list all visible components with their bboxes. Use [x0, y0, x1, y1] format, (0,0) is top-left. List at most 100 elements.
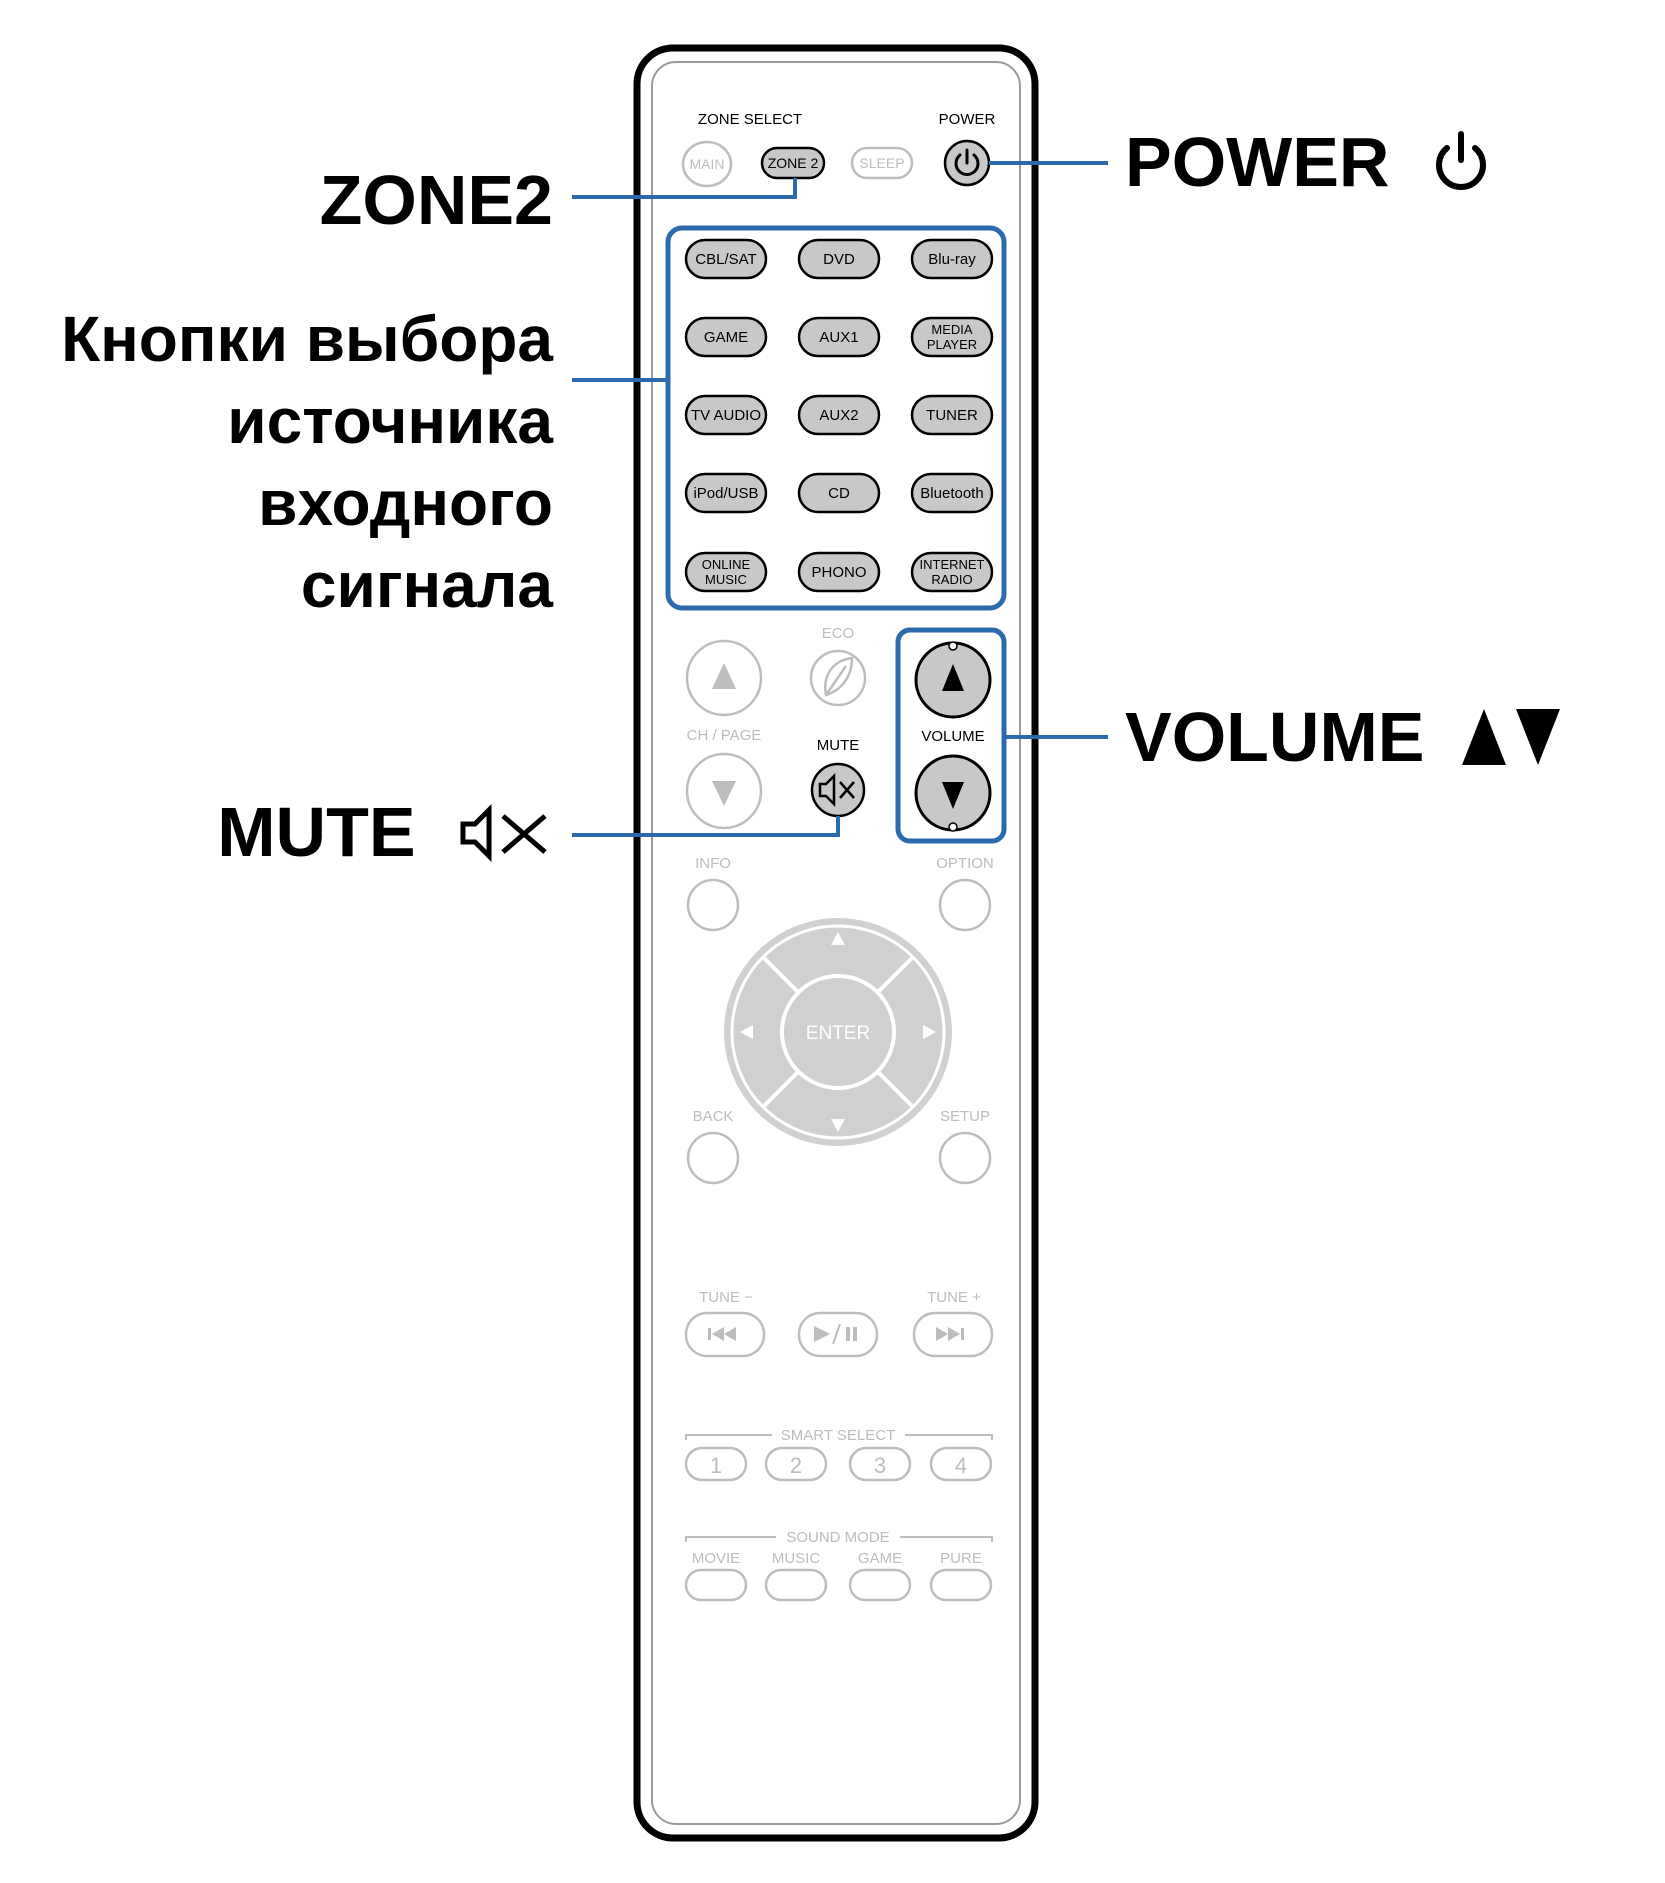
source-button[interactable]: AUX2 [797, 394, 881, 436]
sources-callout-line-3: входного [258, 467, 553, 539]
option-button[interactable] [938, 878, 992, 932]
zone2-callout: ZONE2 [319, 161, 553, 239]
sound-mode-label-text: MUSIC [772, 1550, 821, 1567]
eco-button[interactable] [809, 649, 867, 707]
source-button[interactable]: DVD [797, 238, 881, 280]
source-button-label: CD [828, 485, 850, 502]
ch-down-arrow-icon [712, 781, 736, 806]
power-top-label: POWER [939, 111, 996, 128]
zone2-button-label: ZONE 2 [768, 155, 819, 171]
volume-up-button[interactable] [914, 641, 992, 719]
source-button-label: INTERNET [920, 557, 985, 572]
sound-mode-button[interactable] [929, 1568, 993, 1602]
source-button-label: AUX1 [819, 329, 858, 346]
ch-page-up-button[interactable] [685, 639, 763, 717]
source-button-label: Bluetooth [920, 485, 983, 502]
power-icon [954, 148, 980, 176]
smart-select-button[interactable]: 1 [684, 1446, 748, 1482]
source-button[interactable]: TUNER [910, 394, 994, 436]
source-button-label: PLAYER [927, 337, 977, 352]
sleep-button-label: SLEEP [859, 155, 904, 171]
source-button-label: iPod/USB [693, 485, 758, 502]
play-pause-button[interactable] [797, 1311, 879, 1358]
sleep-button[interactable]: SLEEP [850, 146, 914, 180]
source-button[interactable]: iPod/USB [684, 472, 768, 514]
mute-remote-label: MUTE [817, 737, 860, 754]
smart-select-button[interactable]: 2 [764, 1446, 828, 1482]
tune-plus-label: TUNE + [927, 1289, 981, 1306]
skip-back-button[interactable] [684, 1311, 766, 1358]
source-button-label: RADIO [931, 572, 972, 587]
back-button[interactable] [686, 1131, 740, 1185]
sound-mode-button[interactable] [848, 1568, 912, 1602]
ch-page-down-button[interactable] [685, 752, 763, 830]
source-button-label: MEDIA [931, 322, 973, 337]
source-button[interactable]: Bluetooth [910, 472, 994, 514]
sound-mode-label: SOUND MODE [786, 1529, 889, 1546]
smart-select-button[interactable]: 3 [848, 1446, 912, 1482]
power-callout-icon [1435, 131, 1486, 190]
power-button[interactable] [943, 139, 991, 187]
source-button[interactable]: TV AUDIO [684, 394, 768, 436]
sound-mode-label-text: GAME [858, 1550, 902, 1567]
dpad-left-icon[interactable] [740, 1025, 753, 1039]
skip-back-icon [708, 1327, 736, 1341]
zone2-button[interactable]: ZONE 2 [760, 146, 826, 180]
info-button[interactable] [686, 878, 740, 932]
sound-mode-label-text: PURE [940, 1550, 982, 1567]
zone-select-label: ZONE SELECT [698, 111, 802, 128]
skip-forward-icon [936, 1327, 964, 1341]
power-callout-text: POWER [1125, 123, 1390, 201]
dpad: ENTER [724, 918, 952, 1146]
smart-select-label: SMART SELECT [781, 1427, 895, 1444]
volume-down-button[interactable] [914, 754, 992, 832]
mute-icon [818, 772, 855, 808]
source-button-label: DVD [823, 251, 855, 268]
info-label: INFO [695, 855, 731, 872]
volume-up-arrow-icon [942, 664, 964, 691]
dpad-up-icon[interactable] [831, 932, 845, 945]
sound-mode-label-text: MOVIE [692, 1550, 740, 1567]
smart-select-button[interactable]: 4 [929, 1446, 993, 1482]
source-buttons-highlight [665, 225, 1007, 611]
mute-callout-line [572, 816, 840, 837]
dpad-right-icon[interactable] [923, 1025, 936, 1039]
source-button[interactable]: Blu-ray [910, 238, 994, 280]
sound-mode-button[interactable] [684, 1568, 748, 1602]
smart-select-button-label: 1 [710, 1453, 722, 1478]
smart-select-button-label: 2 [790, 1453, 802, 1478]
mute-callout-text: MUTE [217, 793, 416, 871]
enter-button[interactable] [780, 974, 896, 1090]
source-button[interactable]: PHONO [797, 551, 881, 593]
volume-callout-arrows-icon [1461, 709, 1560, 765]
callout-lines [572, 161, 1108, 837]
play-pause-icon [814, 1323, 857, 1345]
skip-forward-button[interactable] [912, 1311, 994, 1358]
source-button-label: TV AUDIO [691, 407, 761, 424]
mute-button[interactable] [810, 762, 866, 818]
main-button[interactable]: MAIN [681, 140, 733, 188]
source-button[interactable]: AUX1 [797, 316, 881, 358]
zone2-callout-line [572, 178, 797, 199]
tune-minus-label: TUNE − [699, 1289, 753, 1306]
ch-page-label: CH / PAGE [687, 727, 762, 744]
source-button[interactable]: GAME [684, 316, 768, 358]
sound-mode-buttons: MOVIE MUSIC GAME PURE [684, 1550, 993, 1602]
sound-mode-button[interactable] [764, 1568, 828, 1602]
sources-callout-line-2: источника [227, 385, 553, 457]
dpad-down-icon[interactable] [831, 1119, 845, 1132]
volume-down-arrow-icon [942, 782, 964, 809]
sources-callout: Кнопки выбора источника входного сигнала [61, 298, 553, 626]
source-button-label: CBL/SAT [695, 251, 756, 268]
source-button[interactable]: CBL/SAT [684, 238, 768, 280]
back-label: BACK [693, 1108, 734, 1125]
source-button[interactable]: CD [797, 472, 881, 514]
source-button-label: AUX2 [819, 407, 858, 424]
setup-button[interactable] [938, 1131, 992, 1185]
